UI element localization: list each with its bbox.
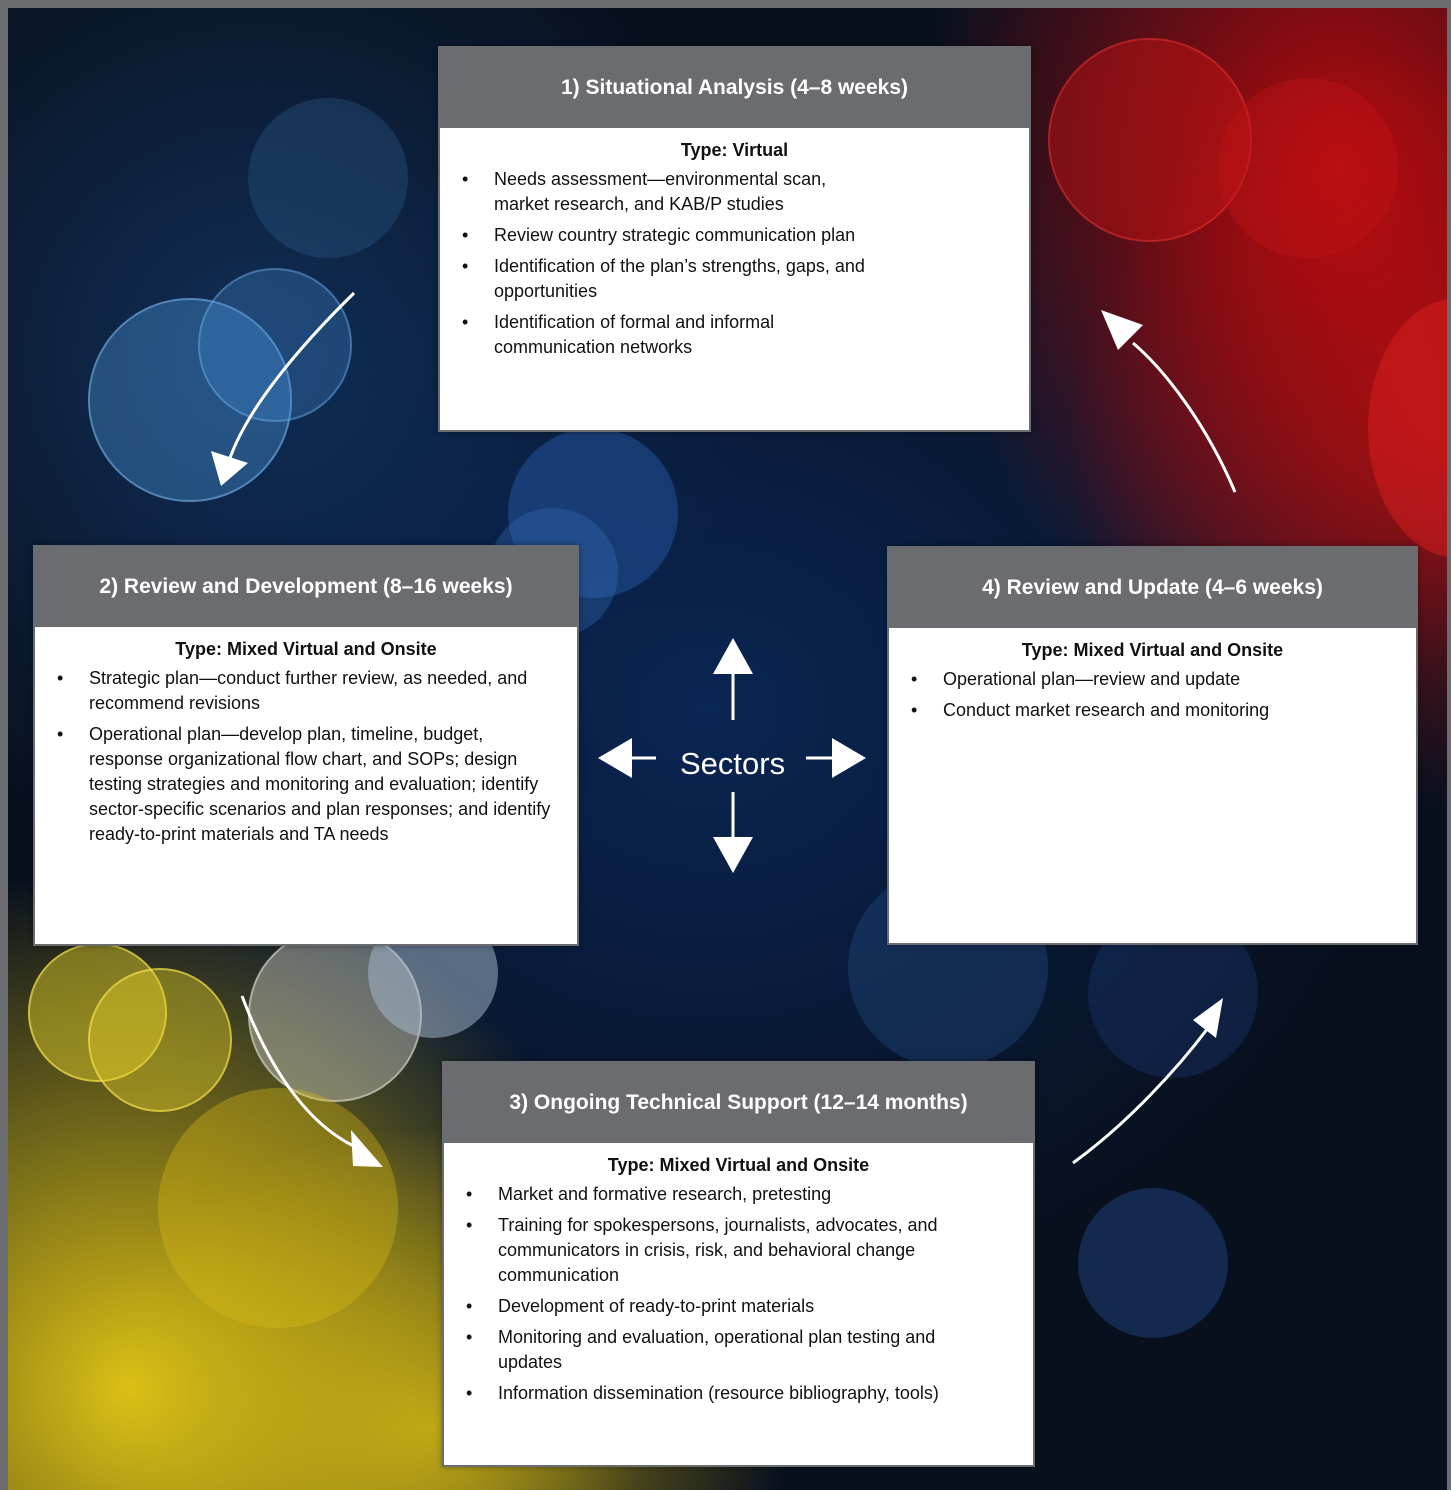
list-item: • Information dissemination (resource bib… <box>462 1381 1015 1406</box>
card-title: 3) Ongoing Technical Support (12–14 mont… <box>444 1063 1033 1143</box>
list-item-text: Development of ready-to-print materials <box>498 1296 815 1316</box>
list-item: • Strategic plan—conduct further review, … <box>53 666 559 716</box>
card-title: 2) Review and Development (8–16 weeks) <box>35 547 577 627</box>
card-review-and-update: 4) Review and Update (4–6 weeks) Type: M… <box>887 546 1418 945</box>
bullet-icon: • <box>462 169 469 189</box>
bullet-icon: • <box>462 256 469 276</box>
arrowhead-2-to-3 <box>351 1130 383 1167</box>
bullet-icon: • <box>911 700 918 720</box>
arrowhead-1-to-2 <box>211 451 248 486</box>
bullet-icon: • <box>57 668 64 688</box>
list-item: • Operational plan—develop plan, timeline… <box>53 722 559 847</box>
flow-arrows <box>211 291 1237 1167</box>
list-item-text: Strategic plan—conduct further review, a… <box>89 668 528 713</box>
list-item: • Market and formative research, pretesti… <box>462 1182 1015 1207</box>
card-situational-analysis: 1) Situational Analysis (4–8 weeks) Type… <box>438 46 1031 432</box>
card-title: 1) Situational Analysis (4–8 weeks) <box>440 48 1029 128</box>
bullet-list: • Operational plan—review and update • Con… <box>907 667 1398 723</box>
card-type: Type: Mixed Virtual and Onsite <box>175 639 437 659</box>
bullet-list: • Needs assessment—environmental scan, ma… <box>458 167 1011 360</box>
flow-arrow-2-to-3 <box>240 995 359 1150</box>
bullet-icon: • <box>466 1215 473 1235</box>
list-item-text: Review country strategic communication p… <box>494 225 856 245</box>
card-type: Type: Mixed Virtual and Onsite <box>607 1155 870 1175</box>
list-item-text: Operational plan—review and update <box>943 669 1241 689</box>
arrowhead-down <box>713 837 753 873</box>
arrowhead-right <box>832 738 866 778</box>
list-item-text: Monitoring and evaluation, operational p… <box>498 1327 936 1372</box>
bullet-icon: • <box>462 225 469 245</box>
card-review-and-development: 2) Review and Development (8–16 weeks) T… <box>33 545 579 946</box>
card-type: Type: Virtual <box>680 140 789 160</box>
list-item: • Needs assessment—environmental scan, ma… <box>458 167 1011 217</box>
bullet-list: • Market and formative research, pretesti… <box>462 1182 1015 1406</box>
list-item: • Development of ready-to-print materials <box>462 1294 1015 1319</box>
list-item-text: Training for spokespersons, journalists,… <box>498 1215 938 1285</box>
list-item: • Monitoring and evaluation, operational … <box>462 1325 1015 1375</box>
list-item: • Training for spokespersons, journalists… <box>462 1213 1015 1288</box>
bullet-icon: • <box>466 1383 473 1403</box>
arrowhead-up <box>713 638 753 674</box>
list-item: • Identification of formal and informal c… <box>458 310 1011 360</box>
list-item-text: Market and formative research, pretestin… <box>498 1184 832 1204</box>
bullet-list: • Strategic plan—conduct further review, … <box>53 666 559 847</box>
flow-arrow-1-to-2 <box>228 291 356 459</box>
flow-arrow-4-to-1 <box>1132 341 1237 493</box>
arrowhead-3-to-4 <box>1193 998 1223 1038</box>
arrowhead-left <box>598 738 632 778</box>
bullet-icon: • <box>466 1184 473 1204</box>
bullet-icon: • <box>466 1296 473 1316</box>
bullet-icon: • <box>466 1327 473 1347</box>
bullet-icon: • <box>911 669 918 689</box>
list-item-text: Needs assessment—environmental scan, mar… <box>494 169 827 214</box>
card-type: Type: Mixed Virtual and Onsite <box>1021 640 1284 660</box>
list-item: • Operational plan—review and update <box>907 667 1398 692</box>
list-item: • Review country strategic communication … <box>458 223 1011 248</box>
bullet-icon: • <box>462 312 469 332</box>
card-ongoing-technical-support: 3) Ongoing Technical Support (12–14 mont… <box>442 1061 1035 1467</box>
card-title: 4) Review and Update (4–6 weeks) <box>889 548 1416 628</box>
list-item-text: Identification of the plan’s strengths, … <box>494 256 865 301</box>
list-item-text: Conduct market research and monitoring <box>943 700 1270 720</box>
list-item-text: Operational plan—develop plan, timeline,… <box>89 724 551 844</box>
arrowhead-4-to-1 <box>1101 310 1143 350</box>
list-item: • Conduct market research and monitoring <box>907 698 1398 723</box>
flow-arrow-3-to-4 <box>1072 1027 1210 1165</box>
list-item: • Identification of the plan’s strengths,… <box>458 254 1011 304</box>
list-item-text: Information dissemination (resource bibl… <box>498 1383 939 1403</box>
bullet-icon: • <box>57 724 64 744</box>
diagram-canvas: Sectors 1) Situational Analysis (4–8 wee… <box>8 8 1447 1490</box>
sectors-label: Sectors <box>680 746 786 781</box>
list-item-text: Identification of formal and informal co… <box>494 312 775 357</box>
